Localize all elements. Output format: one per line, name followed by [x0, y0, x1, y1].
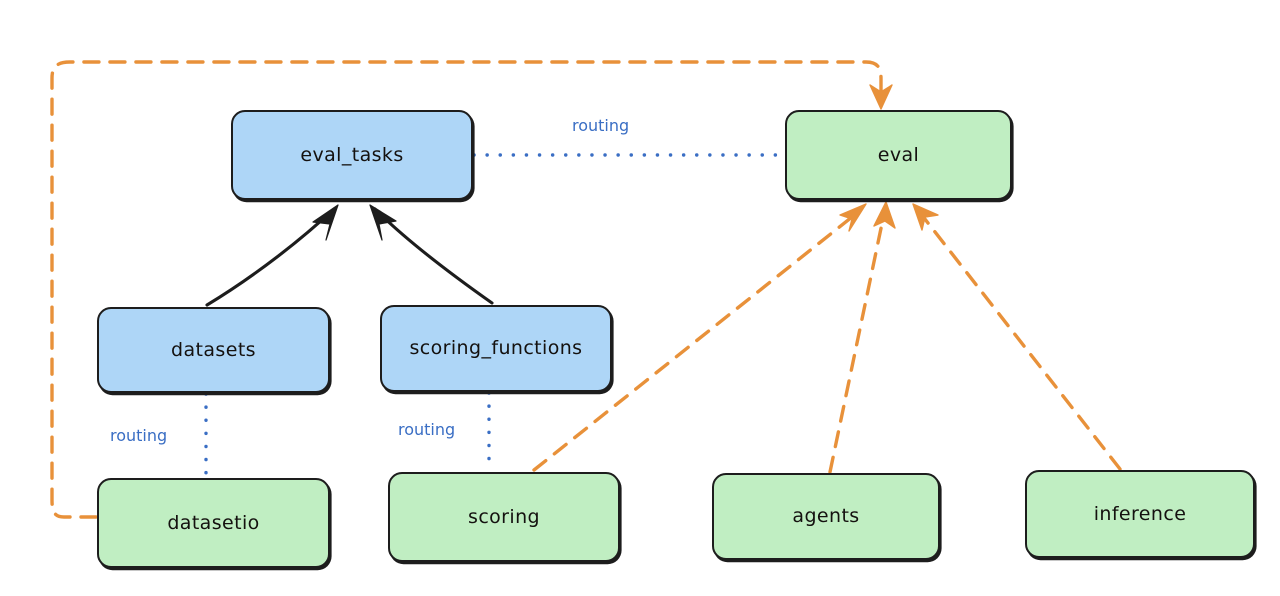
- node-datasetio[interactable]: datasetio: [97, 478, 330, 568]
- edge-label-routing-scoring-functions-scoring: routing: [398, 420, 456, 439]
- node-label-datasets: datasets: [171, 338, 256, 361]
- node-label-inference: inference: [1093, 502, 1187, 525]
- node-scoring-functions[interactable]: scoring_functions: [380, 305, 612, 392]
- node-label-scoring-functions: scoring_functions: [409, 337, 583, 359]
- edge-scoring-functions-to-eval-tasks: [369, 204, 494, 305]
- edge-scoring-to-eval: [532, 203, 867, 472]
- edge-datasets-to-eval-tasks: [205, 204, 339, 307]
- edge-datasetio-to-eval: [50, 60, 893, 519]
- node-label-eval-tasks: eval_tasks: [300, 143, 404, 166]
- edge-label-routing-datasets-datasetio: routing: [110, 426, 168, 445]
- node-scoring[interactable]: scoring: [388, 472, 620, 562]
- node-label-scoring: scoring: [468, 505, 540, 528]
- node-inference[interactable]: inference: [1025, 470, 1255, 558]
- node-datasets[interactable]: datasets: [97, 307, 330, 393]
- edge-label-routing-eval-tasks-eval: routing: [572, 116, 630, 135]
- node-eval[interactable]: eval: [785, 110, 1012, 200]
- node-label-datasetio: datasetio: [167, 511, 260, 534]
- edge-inference-to-eval: [912, 203, 1122, 471]
- edge-agents-to-eval: [828, 201, 896, 474]
- node-label-agents: agents: [792, 505, 860, 527]
- node-label-eval: eval: [877, 143, 920, 166]
- node-eval-tasks[interactable]: eval_tasks: [231, 110, 473, 200]
- node-agents[interactable]: agents: [712, 473, 940, 560]
